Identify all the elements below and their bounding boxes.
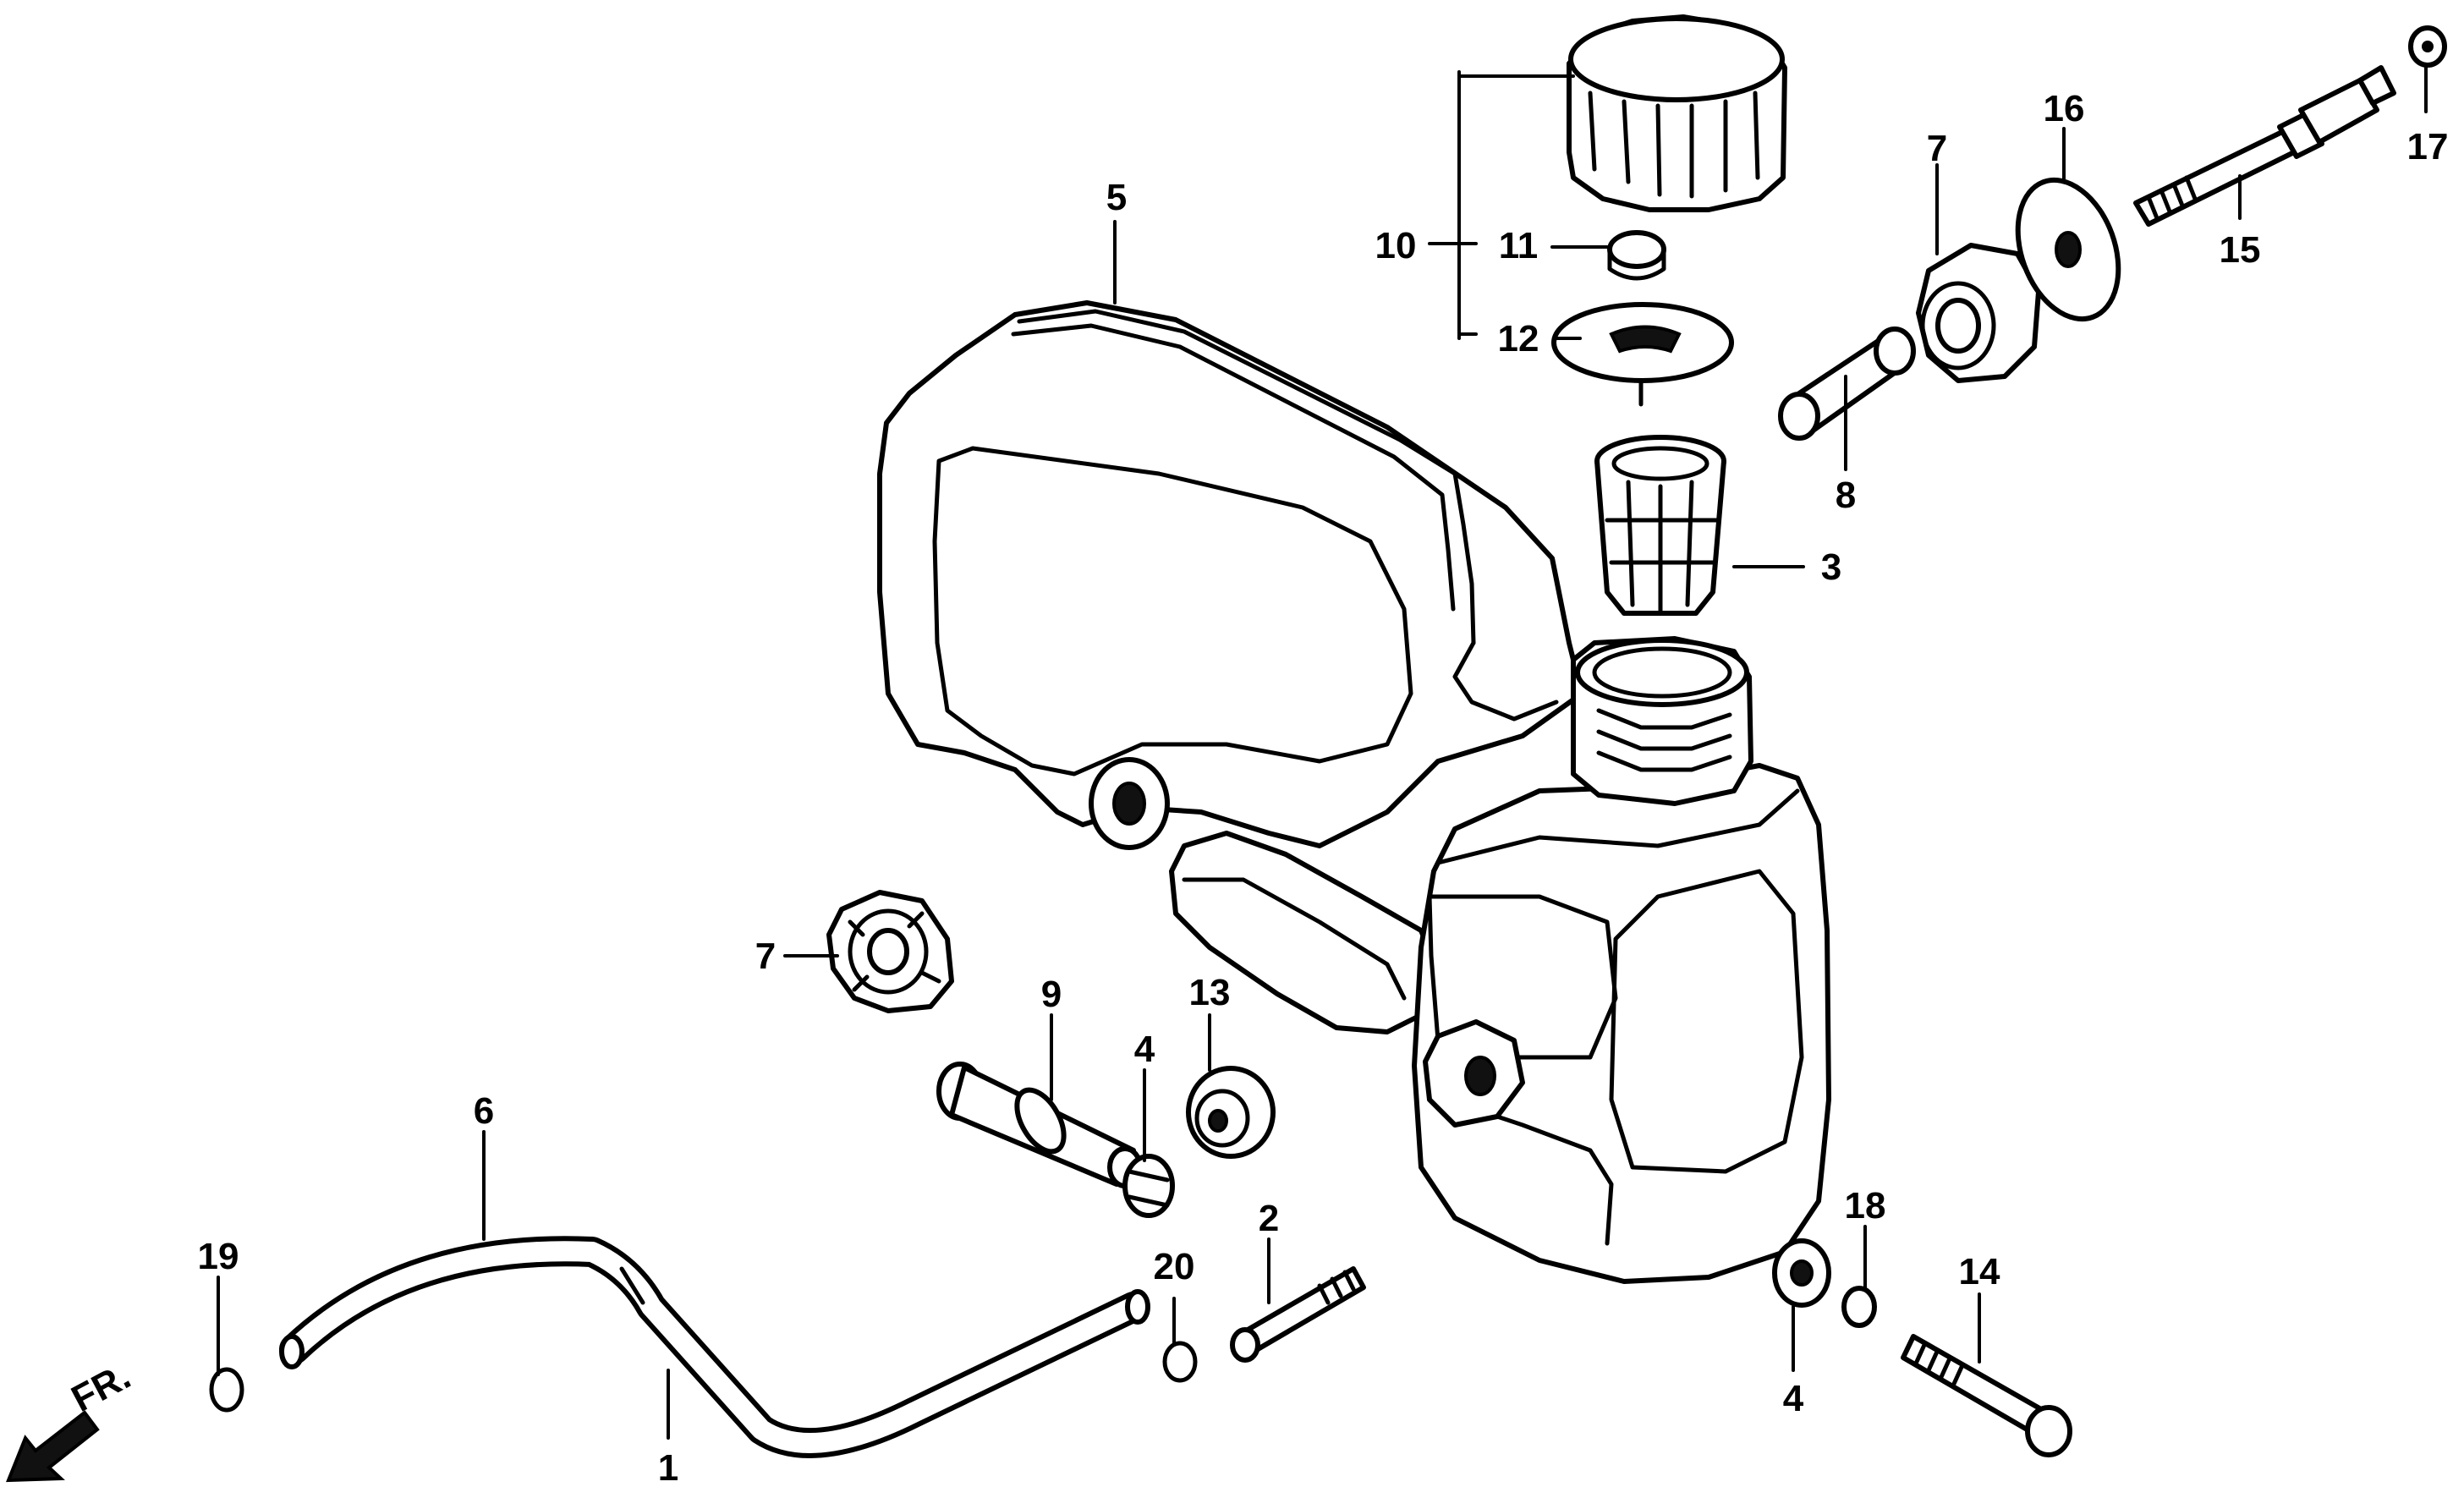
washer-18 (1841, 1286, 1877, 1328)
label-part-12: 12 (1498, 318, 1539, 359)
bolt-14 (1901, 1334, 2072, 1457)
cap-gasket (1607, 230, 1666, 281)
label-part-2: 2 (1259, 1198, 1279, 1239)
collar-bolt (936, 1062, 1143, 1188)
mount-rubber-lower (826, 890, 954, 1013)
bolt-long (2133, 65, 2396, 227)
part-labels: 1 2 3 4 4 5 6 7 7 8 9 10 11 12 13 14 15 … (198, 88, 2449, 1489)
fuel-strainer (1594, 435, 1726, 616)
label-part-7-top: 7 (1927, 128, 1947, 169)
nut-right (1772, 1238, 1831, 1308)
front-direction-arrow: FR. (6, 1355, 138, 1483)
label-part-17: 17 (2407, 126, 2449, 167)
clip-19 (209, 1367, 244, 1413)
label-part-14: 14 (1959, 1251, 2000, 1292)
label-part-3: 3 (1821, 546, 1841, 588)
bolt-small (1230, 1266, 1366, 1363)
nut-left (1122, 1154, 1175, 1218)
label-part-5: 5 (1106, 177, 1127, 218)
grommet (1186, 1066, 1276, 1159)
label-part-8: 8 (1836, 475, 1856, 516)
fuel-tube (279, 1236, 1150, 1458)
label-part-1: 1 (658, 1447, 678, 1489)
label-part-19: 19 (198, 1236, 239, 1277)
nut-small-top (2408, 25, 2447, 68)
label-part-10: 10 (1375, 225, 1417, 266)
leader-lines (217, 66, 2428, 1440)
vent-plate (1551, 302, 1734, 407)
label-part-13: 13 (1189, 972, 1231, 1013)
label-part-16: 16 (2044, 88, 2085, 129)
label-part-18: 18 (1845, 1185, 1886, 1226)
fuel-tank (877, 300, 1831, 1284)
clip-20 (1162, 1341, 1198, 1383)
label-part-11: 11 (1499, 225, 1539, 266)
front-direction-label: FR. (65, 1355, 138, 1420)
mount-rubber-upper (1916, 243, 2041, 383)
label-part-7-lower: 7 (755, 936, 776, 977)
plate-washer (2015, 177, 2121, 322)
label-part-4-right: 4 (1783, 1378, 1804, 1419)
fuel-cap (1567, 14, 1787, 212)
label-part-15: 15 (2220, 229, 2261, 271)
label-part-4-left: 4 (1134, 1029, 1155, 1070)
label-part-6: 6 (474, 1090, 494, 1132)
label-part-20: 20 (1154, 1246, 1195, 1287)
label-part-9: 9 (1041, 974, 1062, 1015)
